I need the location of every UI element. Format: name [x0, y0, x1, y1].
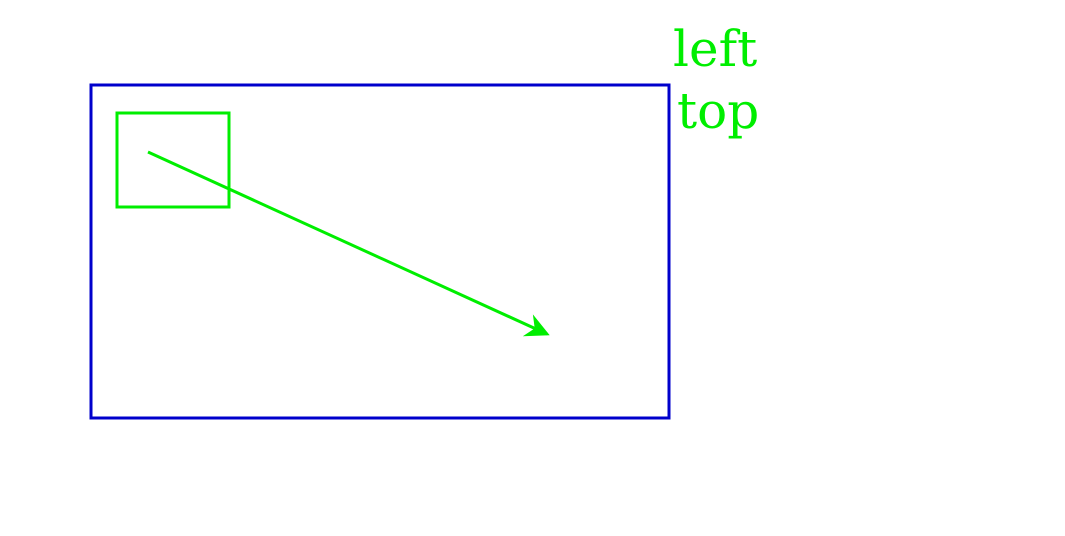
label-top: top [677, 82, 759, 140]
label-left: left [673, 20, 757, 78]
inner-box [115, 111, 231, 209]
direction-arrow [147, 150, 550, 337]
outer-box [89, 83, 671, 420]
